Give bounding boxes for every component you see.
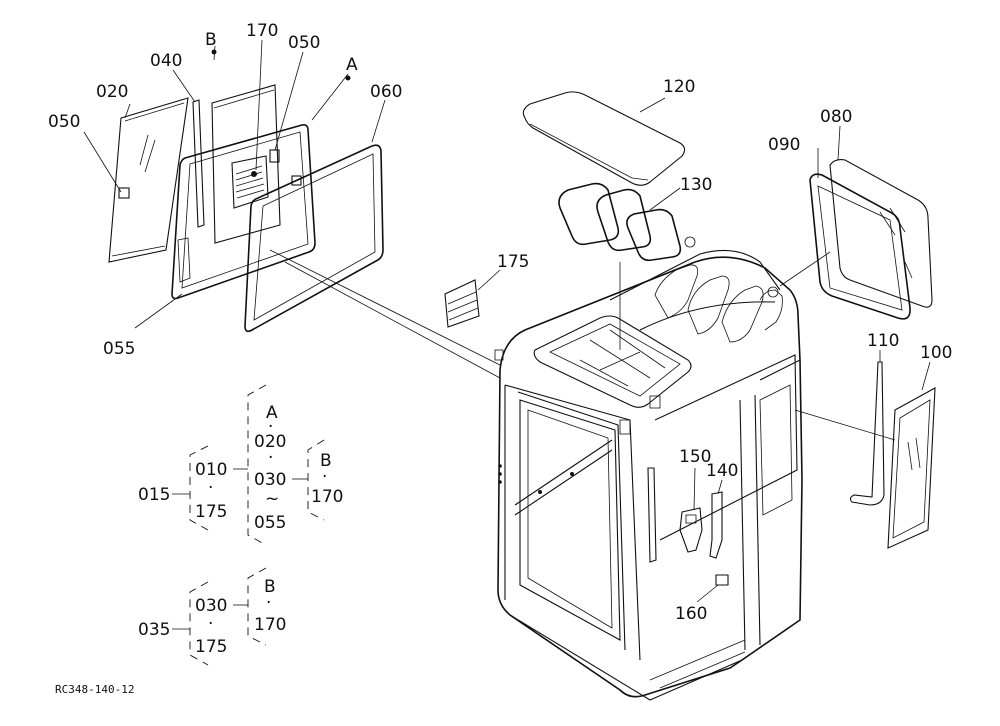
assembly-035-dot2: ·	[266, 593, 271, 613]
assembly-015-c2-3: 055	[254, 513, 286, 533]
assembly-035-c1-0: 030	[195, 596, 227, 616]
glass-pane-170	[231, 155, 269, 209]
bracket-150	[679, 507, 703, 553]
bolt-160	[715, 574, 729, 586]
assembly-015-c1-1: 175	[195, 502, 227, 522]
callout-130: 130	[680, 175, 712, 195]
callout-170: 170	[246, 21, 278, 41]
callout-140: 140	[706, 461, 738, 481]
assembly-015-dot1: ·	[208, 478, 213, 498]
callout-160: 160	[675, 604, 707, 624]
assembly-tree-035: 035 030 · 175 B · 170	[138, 567, 286, 666]
assembly-tree-015: 015 010 · 175 A · 020 · 030 ~ 055 B · 17…	[138, 384, 343, 546]
latch-050	[269, 149, 280, 163]
assembly-015-root: 015	[138, 485, 170, 505]
seal-strip-040	[192, 99, 205, 228]
callout-120: 120	[663, 77, 695, 97]
door-panel-b	[211, 84, 281, 244]
callout-050: 050	[48, 112, 80, 132]
assembly-015-c2-0: A	[266, 403, 278, 423]
assembly-015-c2-1: 020	[254, 432, 286, 452]
door-seal-frame-055	[171, 124, 316, 300]
callout-100: 100	[920, 343, 952, 363]
seal-strip-110	[849, 361, 885, 506]
callout-040: 040	[150, 51, 182, 71]
cabin-body	[494, 236, 803, 701]
callout-a: A	[346, 55, 358, 75]
rear-seal-090	[809, 173, 911, 320]
assembly-015-c1-0: 010	[195, 460, 227, 480]
callout-110: 110	[867, 331, 899, 351]
assembly-035-c2-0: B	[264, 577, 276, 597]
assembly-035-c2-1: 170	[254, 615, 286, 635]
assembly-015-dot4: ·	[322, 467, 327, 487]
callout-050-top: 050	[288, 33, 320, 53]
assembly-015-c2-2: 030	[254, 470, 286, 490]
assembly-015-c3-1: 170	[311, 487, 343, 507]
assembly-035-root: 035	[138, 620, 170, 640]
side-glass-100	[887, 387, 936, 549]
callout-080: 080	[820, 107, 852, 127]
callout-b: B	[205, 30, 217, 50]
latch-small	[291, 175, 302, 186]
callout-175: 175	[497, 252, 529, 272]
assembly-015-dot3: ·	[268, 448, 273, 468]
callout-labels: 020 050 040 B 170 050 A 060 055 175 120 …	[48, 21, 952, 624]
rear-glass-080	[829, 159, 933, 308]
assembly-015-c3-0: B	[320, 451, 332, 471]
assembly-035-c1-1: 175	[195, 637, 227, 657]
door-glass-020	[108, 97, 189, 263]
assembly-015-dot2: ·	[268, 417, 273, 437]
callout-090: 090	[768, 135, 800, 155]
figure-code: RC348-140-12	[55, 683, 134, 696]
callout-055: 055	[103, 339, 135, 359]
lever-140	[709, 491, 723, 559]
window-seal-frame-060	[244, 144, 384, 333]
roof-seal-130	[558, 182, 682, 262]
sticker-175	[444, 279, 480, 328]
leader-lines	[83, 39, 931, 603]
callout-020: 020	[96, 82, 128, 102]
assembly-015-tilde: ~	[265, 489, 279, 509]
callout-060: 060	[370, 82, 402, 102]
assembly-035-dot1: ·	[208, 614, 213, 634]
roof-panel-120	[522, 91, 686, 186]
callout-150: 150	[679, 447, 711, 467]
